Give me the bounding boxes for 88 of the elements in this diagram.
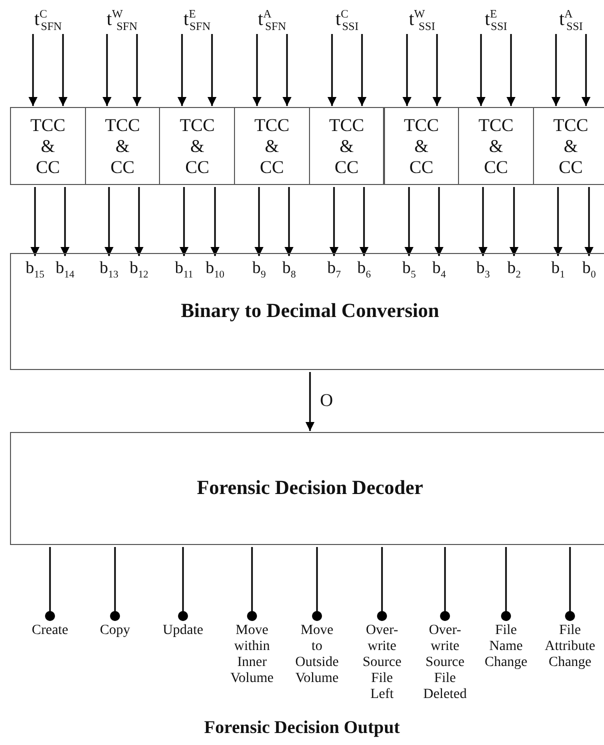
arrow bbox=[360, 187, 368, 256]
arrow bbox=[358, 34, 366, 106]
bit-label: b$_{4}$ bbox=[432, 258, 446, 278]
bit-label: b$_{11}$ bbox=[174, 258, 194, 278]
arrow bbox=[282, 34, 292, 106]
process-box bbox=[84, 107, 160, 185]
arrow bbox=[132, 34, 142, 106]
output-label: Copy bbox=[100, 623, 130, 639]
bit-label: b$_{9}$ bbox=[252, 258, 266, 278]
arrow bbox=[208, 34, 216, 106]
section-title: Forensic Decision Output bbox=[203, 717, 401, 738]
bit-label: b$_{12}$ bbox=[130, 258, 148, 278]
arrow bbox=[210, 187, 220, 256]
output-line bbox=[110, 547, 120, 621]
bit-label: b$_{7}$ bbox=[327, 258, 341, 278]
arrow bbox=[284, 187, 294, 256]
output-line bbox=[312, 547, 322, 621]
arrow bbox=[434, 187, 444, 256]
box-label: TCC & CC bbox=[30, 114, 66, 178]
process-box bbox=[234, 107, 310, 185]
arrow bbox=[134, 187, 144, 256]
arrow bbox=[432, 34, 442, 106]
arrow bbox=[252, 34, 262, 106]
box-label: TCC & CC bbox=[404, 114, 439, 178]
output-line bbox=[440, 547, 450, 621]
box-title: Binary to Decimal Conversion bbox=[180, 300, 440, 323]
bit-label: b$_{6}$ bbox=[357, 258, 371, 278]
process-box bbox=[159, 107, 236, 185]
box-label: TCC & CC bbox=[180, 114, 215, 178]
arrow bbox=[478, 187, 488, 256]
box-title: Forensic Decision Decoder bbox=[196, 477, 424, 500]
arrow bbox=[60, 187, 70, 256]
process-box bbox=[308, 107, 384, 185]
box-label: TCC & CC bbox=[478, 114, 514, 178]
arrow bbox=[402, 34, 412, 106]
output-label: Over-write Source File Deleted bbox=[423, 623, 467, 703]
output-line bbox=[45, 547, 55, 621]
bit-label: b$_{13}$ bbox=[100, 258, 118, 278]
arrow bbox=[254, 187, 264, 256]
bit-label: b$_{15}$ bbox=[26, 258, 44, 278]
bit-label: b$_{14}$ bbox=[56, 258, 74, 278]
output-line bbox=[565, 547, 575, 621]
output-line bbox=[501, 547, 511, 621]
arrow bbox=[104, 187, 114, 256]
output-label: Update bbox=[162, 623, 204, 639]
arrow bbox=[306, 372, 314, 431]
arrow bbox=[554, 187, 562, 256]
arrow bbox=[404, 187, 414, 256]
process-box bbox=[10, 253, 604, 370]
bit-label: b$_{2}$ bbox=[507, 258, 521, 278]
arrow bbox=[102, 34, 112, 106]
box-label: TCC & CC bbox=[553, 114, 588, 178]
arrow bbox=[178, 34, 186, 106]
arrow bbox=[506, 34, 516, 106]
process-box bbox=[10, 107, 86, 185]
arrow bbox=[476, 34, 486, 106]
box-label: TCC & CC bbox=[105, 114, 140, 178]
arrow bbox=[30, 187, 40, 256]
output-label: File Name Change bbox=[484, 623, 528, 671]
box-label: TCC & CC bbox=[254, 114, 290, 178]
output-line bbox=[377, 547, 387, 621]
bit-label: b$_{0}$ bbox=[582, 258, 596, 278]
output-line bbox=[178, 547, 188, 621]
output-label: Move to Outside Volume bbox=[295, 623, 339, 687]
bit-label: b$_{1}$ bbox=[551, 258, 565, 278]
output-label: Over-write Source File Left bbox=[362, 623, 402, 703]
bit-label: b$_{10}$ bbox=[206, 258, 224, 278]
process-box bbox=[532, 107, 604, 185]
box-label: TCC & CC bbox=[329, 114, 364, 178]
output-label: Move within Inner Volume bbox=[230, 623, 274, 687]
arrow bbox=[582, 34, 590, 106]
arrow bbox=[180, 187, 188, 256]
arrow bbox=[330, 187, 338, 256]
arrow bbox=[328, 34, 336, 106]
output-label: File Attribute Change bbox=[544, 623, 596, 671]
process-box bbox=[458, 107, 534, 185]
bit-label: b$_{3}$ bbox=[476, 258, 490, 278]
bit-label: b$_{8}$ bbox=[282, 258, 296, 278]
arrow bbox=[552, 34, 560, 106]
bit-label: b$_{5}$ bbox=[402, 258, 416, 278]
arrow bbox=[28, 34, 38, 106]
process-box bbox=[10, 432, 604, 545]
output-label: Create bbox=[32, 623, 68, 639]
arrow bbox=[584, 187, 594, 256]
arrow bbox=[58, 34, 68, 106]
process-box bbox=[384, 107, 460, 185]
arrow bbox=[510, 187, 518, 256]
output-line bbox=[247, 547, 257, 621]
